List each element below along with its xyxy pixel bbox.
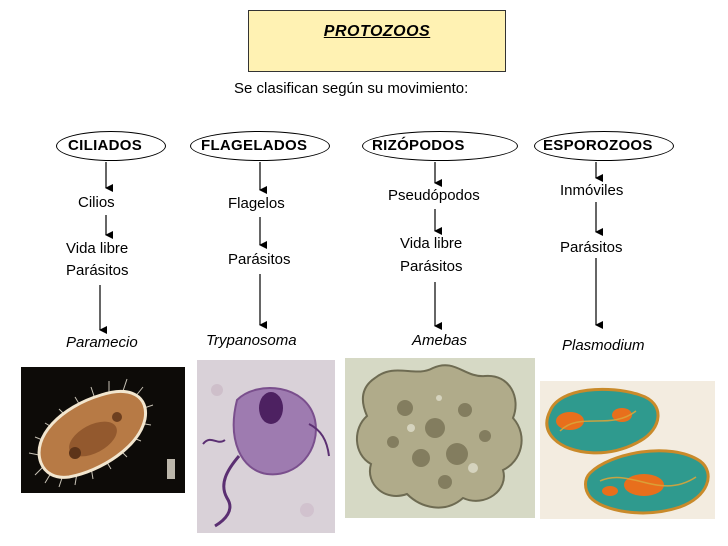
ciliados-locomotion: Cilios xyxy=(78,194,115,211)
trypanosoma-photo xyxy=(197,360,335,533)
rizopodos-example: Amebas xyxy=(412,332,468,349)
rizopodos-locomotion: Pseudópodos xyxy=(388,187,480,204)
flagelados-locomotion: Flagelos xyxy=(228,195,285,212)
ciliados-example: Paramecio xyxy=(66,334,138,351)
amoeba-photo xyxy=(345,358,535,518)
ciliados-lifestyle-2: Parásitos xyxy=(66,262,129,279)
flagelados-ellipse xyxy=(190,131,330,161)
esporozoos-ellipse xyxy=(534,131,674,161)
esporozoos-lifestyle-1: Parásitos xyxy=(560,239,623,256)
flagelados-lifestyle-1: Parásitos xyxy=(228,251,291,268)
ciliados-lifestyle-1: Vida libre xyxy=(66,240,129,257)
flagelados-example: Trypanosoma xyxy=(206,332,297,349)
subtitle: Se clasifican según su movimiento: xyxy=(234,80,469,97)
rizopodos-lifestyle-1: Vida libre xyxy=(400,235,463,252)
plasmodium-photo xyxy=(540,381,715,519)
group-flagelados: FLAGELADOS xyxy=(201,137,308,154)
page-title: PROTOZOOS xyxy=(323,23,431,40)
rizopodos-lifestyle-2: Parásitos xyxy=(400,258,463,275)
esporozoos-locomotion: Inmóviles xyxy=(560,182,624,199)
rizopodos-ellipse xyxy=(362,131,518,161)
group-esporozoos: ESPOROZOOS xyxy=(543,137,653,154)
ciliados-ellipse xyxy=(56,131,166,161)
title-box xyxy=(248,10,506,72)
group-ciliados: CILIADOS xyxy=(68,137,143,154)
group-rizopodos: RIZÓPODOS xyxy=(372,137,465,154)
esporozoos-example: Plasmodium xyxy=(562,337,645,354)
paramecium-photo xyxy=(21,367,185,493)
